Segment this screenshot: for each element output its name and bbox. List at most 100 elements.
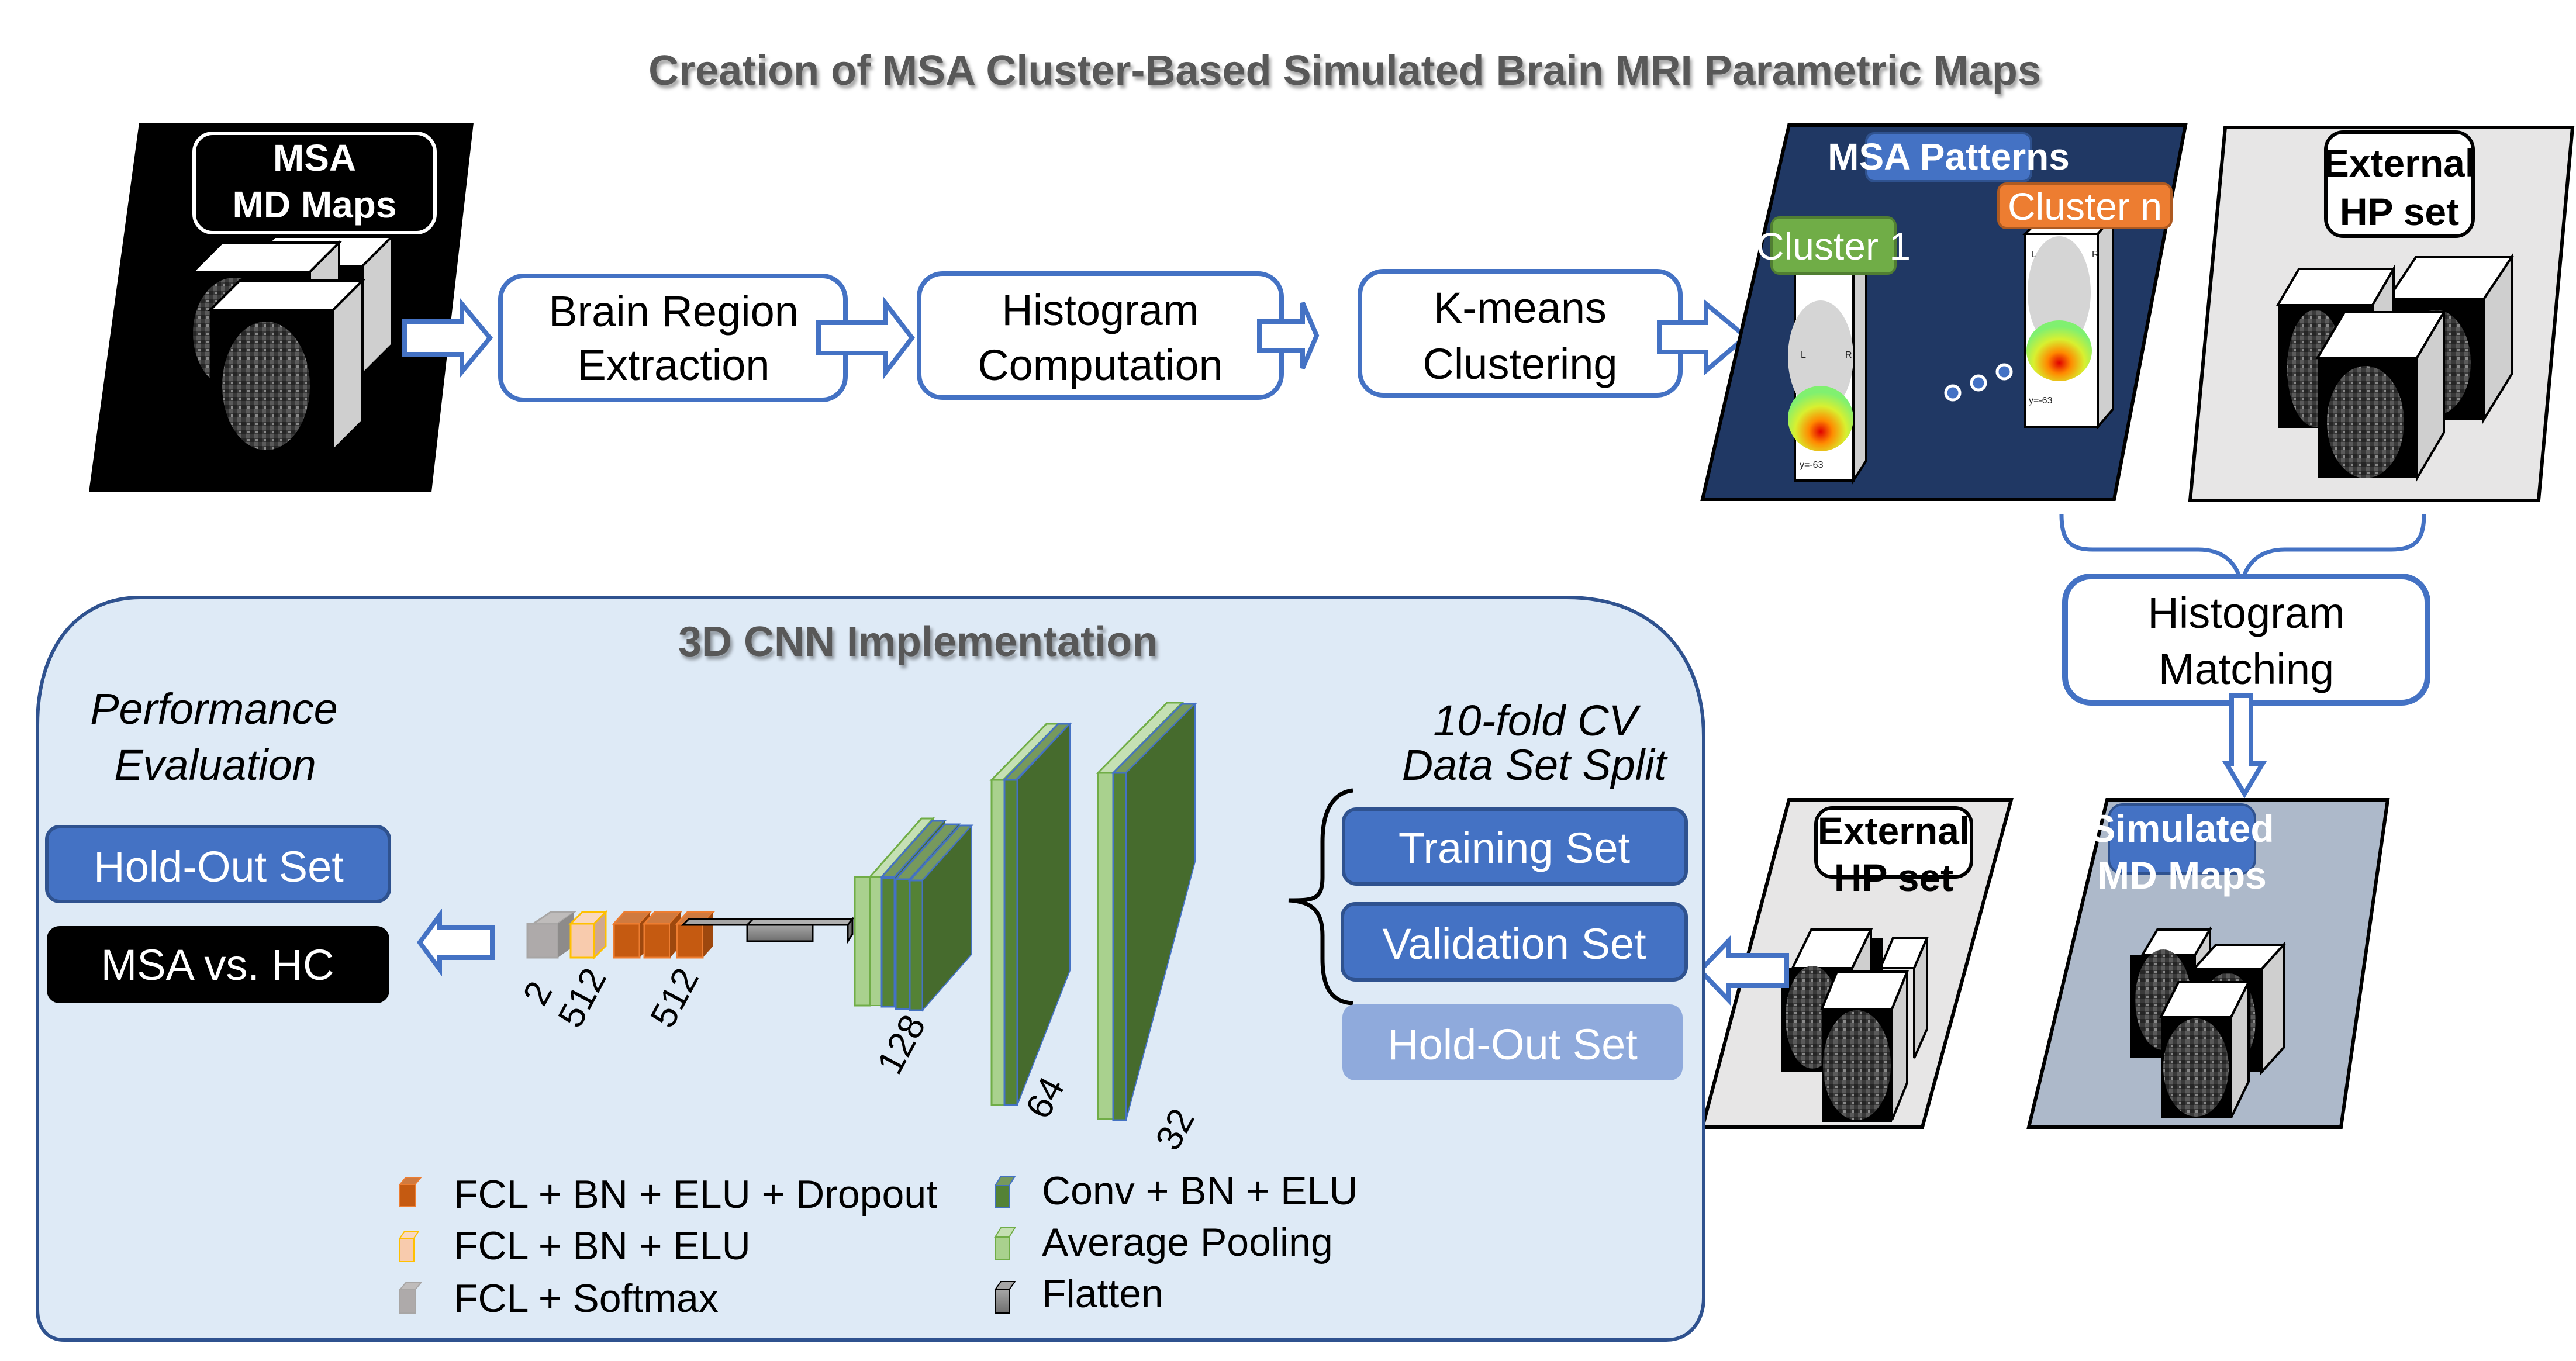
page-title: Creation of MSA Cluster-Based Simulated …	[648, 47, 2041, 94]
cluster-1-badge	[1770, 216, 1897, 275]
holdout-set-label: Hold-Out Set	[94, 842, 344, 891]
pipeline-arrow-3	[1257, 302, 1320, 369]
pipeline-arrow-1	[402, 297, 493, 379]
legend: FCL + BN + ELU + Dropout FCL + BN + ELU …	[398, 1169, 1358, 1321]
legend-label: Conv + BN + ELU	[1042, 1169, 1358, 1213]
external-hp-bottom-line1: External	[1818, 809, 1970, 852]
step-3-line1: K-means	[1434, 284, 1607, 332]
cluster-n-right-marker: R	[2092, 250, 2099, 260]
pipeline-arrow-4	[1657, 299, 1750, 376]
histogram-matching-line1: Histogram	[2147, 589, 2344, 637]
cluster-n-slice-label: y=-63	[2029, 396, 2053, 406]
ellipsis-dot-icon	[1995, 363, 2013, 381]
step-2-line1: Histogram	[1002, 286, 1199, 334]
legend-label: FCL + BN + ELU + Dropout	[454, 1172, 937, 1217]
simulated-label-box	[2108, 803, 2256, 875]
input-label-line1: MSA	[273, 137, 356, 179]
legend-item-pool: Average Pooling	[994, 1220, 1333, 1265]
input-label-box	[192, 132, 437, 234]
pipeline-arrow-2	[816, 296, 916, 380]
conv-block-32	[1096, 702, 1197, 1121]
pool-swatch-icon	[995, 1236, 1010, 1260]
cnn-title: 3D CNN Implementation	[678, 619, 1158, 665]
mri-volume-stack	[2275, 253, 2514, 483]
step-kmeans-clustering[interactable]: K-means Clustering	[1358, 269, 1683, 398]
training-set-label: Training Set	[1399, 824, 1631, 872]
ellipsis-dot-icon	[1970, 374, 1987, 392]
legend-label: Flatten	[1042, 1272, 1163, 1316]
cluster-n-left-marker: L	[2031, 250, 2036, 260]
cv-title-line2: Data Set Split	[1402, 741, 1669, 789]
step-3-line2: Clustering	[1422, 340, 1617, 388]
fcl-dropout-swatch-icon	[399, 1184, 416, 1207]
cluster-n-volume: L R y=-63	[2022, 213, 2116, 430]
holdout-split-label: Hold-Out Set	[1387, 1020, 1638, 1069]
cnn-panel: 3D CNN Implementation Performance Evalua…	[36, 596, 1705, 1342]
layer-fcl-bn-elu	[568, 910, 608, 960]
result-msa-vs-hc[interactable]: MSA vs. HC	[47, 926, 389, 1003]
cv-title-line1: 10-fold CV	[1433, 696, 1641, 745]
layer-fcl-dropout-1	[612, 911, 652, 959]
conv-block-64	[989, 722, 1072, 1106]
legend-label: FCL + Softmax	[454, 1276, 719, 1321]
external-hp-top-line1: External	[2323, 141, 2475, 185]
conv-swatch-icon	[995, 1185, 1010, 1208]
cluster-1-volume: L R y=-63	[1788, 246, 1869, 485]
holdout-split-button[interactable]: Hold-Out Set	[1342, 1004, 1683, 1080]
simulated-line2: MD Maps	[2097, 854, 2267, 897]
input-panel: MSA MD Maps	[89, 123, 474, 492]
fc-layers	[526, 910, 855, 960]
perf-eval-line2: Evaluation	[114, 741, 316, 789]
validation-set-label: Validation Set	[1382, 920, 1646, 968]
histogram-matching-line2: Matching	[2159, 645, 2334, 693]
layer-fcl-dropout-2	[642, 911, 683, 959]
simulated-line1: Simulated	[2090, 807, 2274, 850]
msa-patterns-title: MSA Patterns	[1828, 136, 2070, 178]
mri-volume-stack	[2130, 925, 2287, 1118]
external-hp-panel-bottom: External HP set	[1700, 798, 2014, 1129]
legend-label: FCL + BN + ELU	[454, 1224, 751, 1268]
cluster-1-right-marker: R	[1845, 350, 1852, 360]
legend-item-flatten: Flatten	[994, 1272, 1163, 1316]
step-2-line2: Computation	[978, 341, 1223, 389]
legend-label: Average Pooling	[1042, 1220, 1333, 1265]
legend-item-conv: Conv + BN + ELU	[994, 1169, 1358, 1213]
arrow-to-result	[417, 908, 495, 977]
layer-flatten	[681, 916, 855, 944]
step-brain-region-extraction[interactable]: Brain Region Extraction	[498, 274, 848, 402]
step-histogram-matching[interactable]: Histogram Matching	[2062, 574, 2430, 706]
step-histogram-computation[interactable]: Histogram Computation	[917, 271, 1284, 400]
flatten-swatch-icon	[995, 1289, 1010, 1314]
legend-item-fcl-dropout: FCL + BN + ELU + Dropout	[398, 1172, 937, 1217]
validation-set-button[interactable]: Validation Set	[1341, 902, 1688, 982]
legend-item-fcl: FCL + BN + ELU	[399, 1224, 751, 1268]
cluster-1-left-marker: L	[1801, 350, 1806, 360]
training-set-button[interactable]: Training Set	[1342, 807, 1688, 886]
external-hp-bottom-line2: HP set	[1834, 856, 1953, 899]
result-label: MSA vs. HC	[101, 941, 334, 989]
ellipsis-dot-icon	[1944, 384, 1962, 402]
softmax-swatch-icon	[399, 1289, 416, 1314]
mri-volume-stack	[190, 234, 395, 456]
external-hp-panel-top: External HP set	[2188, 126, 2575, 502]
cluster-n-label: Cluster n	[2008, 185, 2162, 228]
msa-patterns-badge	[1865, 132, 2032, 182]
simulated-md-maps-panel: Simulated MD Maps	[2026, 798, 2390, 1129]
legend-item-softmax: FCL + Softmax	[398, 1276, 719, 1321]
msa-patterns-panel: MSA Patterns L R y=-63 Cluster n L R y=-…	[1700, 123, 2188, 501]
arrow-down	[2222, 693, 2267, 799]
cluster-1-slice-label: y=-63	[1800, 460, 1824, 470]
holdout-set-button[interactable]: Hold-Out Set	[45, 825, 391, 903]
external-hp-top-label-box	[2324, 130, 2475, 238]
external-hp-top-line2: HP set	[2340, 190, 2459, 233]
cluster-n-badge	[1997, 182, 2173, 229]
conv-block-128	[854, 817, 974, 1012]
split-brace	[1288, 788, 1353, 1006]
step-1-line1: Brain Region	[548, 287, 799, 336]
cluster-1-label: Cluster 1	[1756, 224, 1911, 268]
arrow-left-into-cnn	[1697, 935, 1789, 1006]
step-1-line2: Extraction	[577, 341, 769, 389]
external-hp-bottom-label-box	[1814, 806, 1973, 879]
mri-volume-stack	[1781, 928, 1929, 1122]
